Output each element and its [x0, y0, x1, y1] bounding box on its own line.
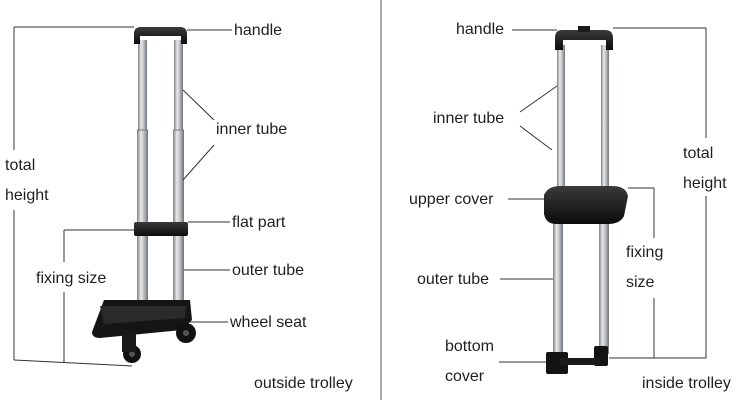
left-label-handle: handle — [234, 22, 283, 39]
right-label-fixing-size-2: size — [626, 274, 655, 291]
right-label-total-height-1: total — [683, 145, 714, 162]
left-caption: outside trolley — [254, 375, 353, 392]
left-label-fixing-size: fixing size — [36, 270, 107, 287]
right-handle — [555, 30, 613, 50]
left-label-inner-tube: inner tube — [216, 121, 288, 138]
right-label-inner-tube: inner tube — [433, 110, 505, 127]
right-caption: inside trolley — [642, 375, 731, 392]
left-handle — [134, 27, 187, 44]
outside-trolley-drawing — [92, 27, 196, 363]
left-label-total-height-2: height — [5, 187, 49, 204]
right-label-bottom-cover-1: bottom — [445, 338, 494, 355]
right-label-fixing-size-1: fixing — [626, 244, 664, 261]
right-label-bottom-cover-2: cover — [445, 368, 485, 385]
right-label-handle: handle — [456, 21, 505, 38]
right-tube-inner-right — [601, 45, 609, 195]
left-label-outer-tube: outer tube — [232, 262, 305, 279]
right-label-total-height-2: height — [683, 175, 727, 192]
left-label-flat-part: flat part — [232, 214, 286, 231]
right-bottom-cover-left — [546, 352, 568, 374]
left-tube-outer-right — [173, 130, 184, 310]
right-label-upper-cover: upper cover — [409, 191, 494, 208]
left-tube-inner-left — [138, 40, 147, 130]
left-tube-outer-left — [137, 130, 148, 310]
left-tube-inner-right — [174, 40, 183, 130]
right-label-outer-tube: outer tube — [417, 271, 490, 288]
left-label-total-height-1: total — [5, 157, 36, 174]
right-upper-cover — [544, 186, 628, 224]
inside-trolley-drawing — [544, 26, 628, 374]
left-label-wheel-seat: wheel seat — [230, 314, 307, 331]
right-tube-outer-left — [553, 224, 563, 354]
right-tube-outer-right — [599, 224, 609, 354]
right-tube-inner-left — [557, 45, 565, 195]
left-leader-lines — [13, 26, 232, 367]
left-flat-part — [134, 222, 188, 236]
right-leader-lines — [499, 27, 707, 363]
